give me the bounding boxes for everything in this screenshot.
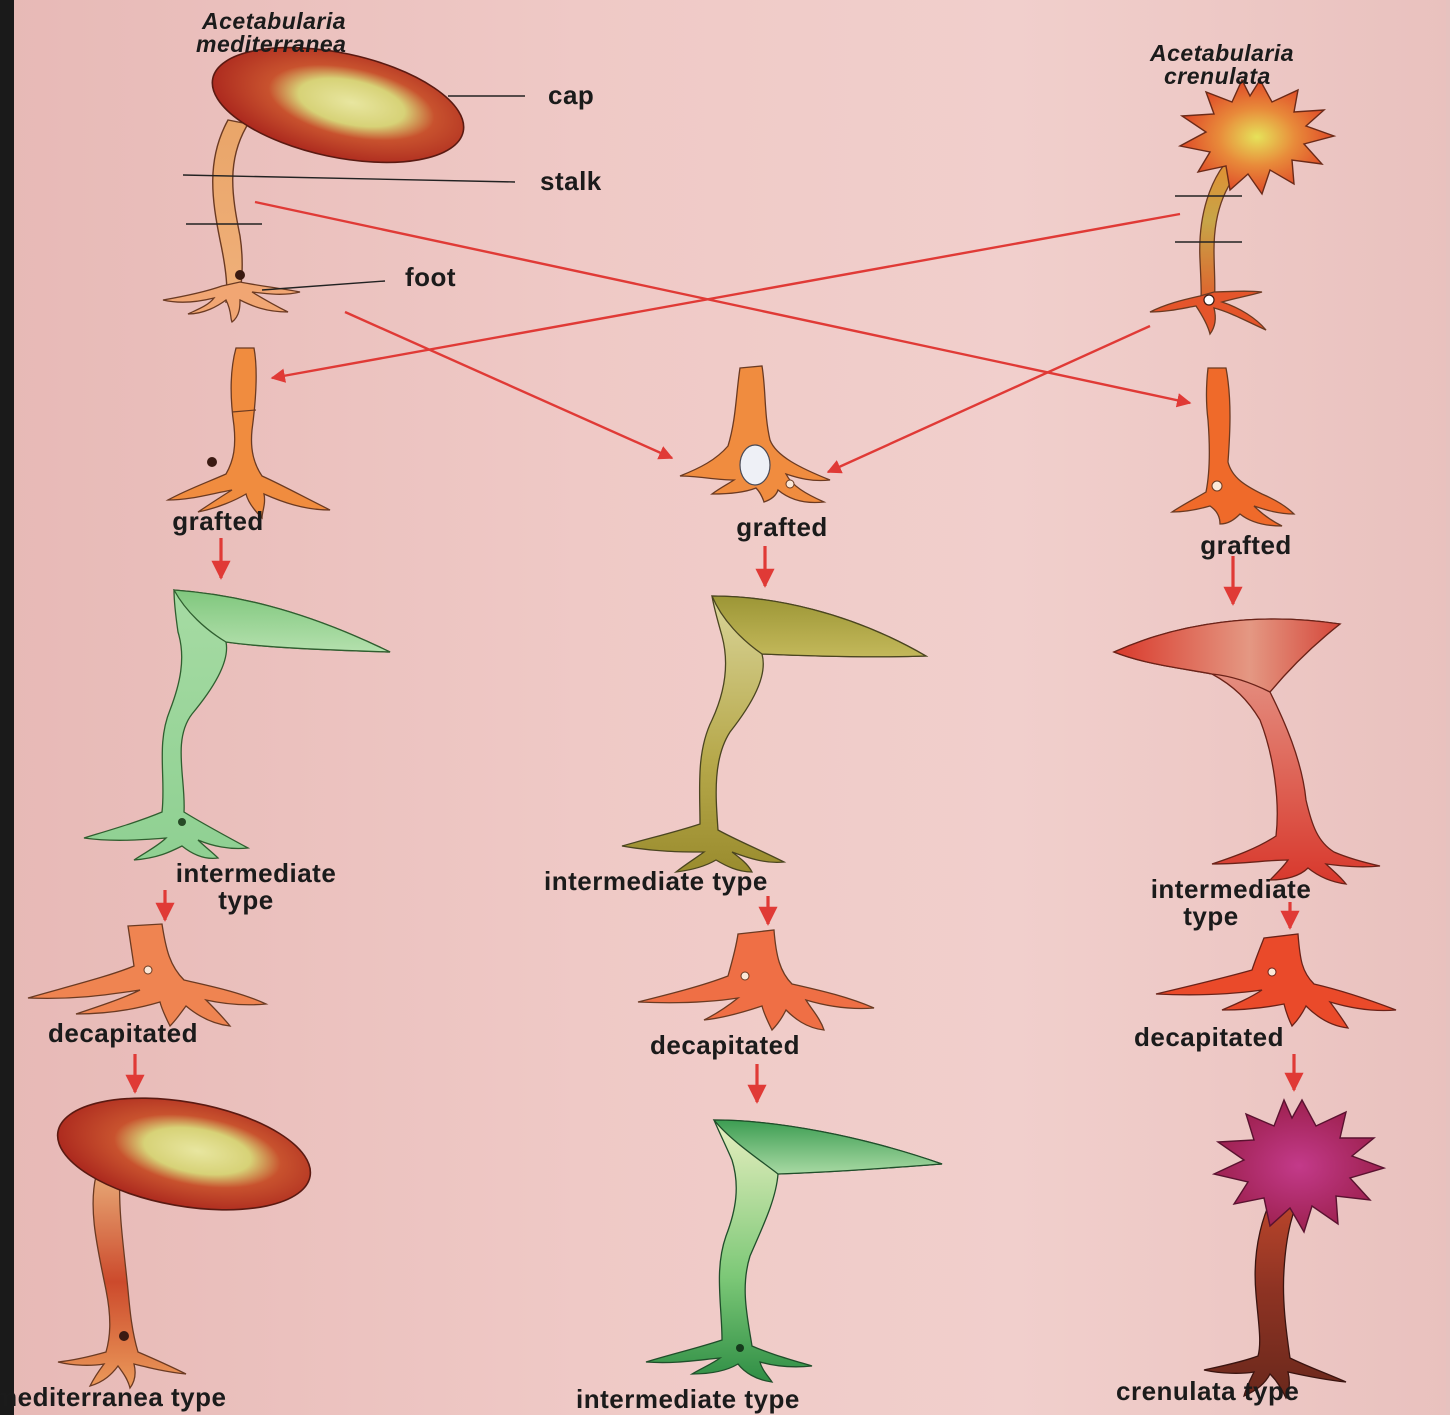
intermediate-left-label: intermediate type bbox=[96, 860, 416, 915]
result-mediterranea-type-label: mediterranea type bbox=[0, 1384, 226, 1411]
intermediate-right-label: intermediate type bbox=[1086, 876, 1376, 931]
intermediate-middle-label: intermediate type bbox=[544, 868, 768, 895]
result-crenulata-type-label: crenulata type bbox=[1116, 1378, 1299, 1405]
grafted-middle-plant bbox=[680, 366, 830, 503]
grafted-right-label: grafted bbox=[1166, 532, 1326, 559]
decapitated-left-label: decapitated bbox=[48, 1020, 198, 1047]
decapitated-right-plant bbox=[1156, 934, 1396, 1028]
grafted-left-plant bbox=[168, 348, 330, 518]
intermediate-right-line2: type bbox=[1046, 903, 1376, 930]
intermediate-right-line1: intermediate bbox=[1086, 876, 1376, 903]
graft-arrows bbox=[255, 202, 1190, 472]
crenulata-nucleus bbox=[1204, 295, 1214, 305]
grafted-left-label: grafted bbox=[138, 508, 298, 535]
mediterranea-species-text: mediterranea bbox=[196, 33, 464, 56]
cap-label: cap bbox=[548, 82, 594, 109]
crenulata-genus-text: Acetabularia bbox=[1150, 42, 1410, 65]
intermediate-right-plant bbox=[1114, 619, 1380, 884]
grafted-right-plant bbox=[1172, 368, 1294, 526]
intermediate-left-line2: type bbox=[76, 887, 416, 914]
mediterranea-species-label: Acetabularia mediterranea bbox=[196, 10, 464, 56]
arrow-med-foot-to-middle bbox=[345, 312, 672, 458]
mediterranea-nucleus bbox=[235, 270, 245, 280]
crenulata-species-text: crenulata bbox=[1150, 65, 1410, 88]
stalk-label: stalk bbox=[540, 168, 602, 195]
mediterranea-foot bbox=[163, 282, 300, 322]
result-intermediate-type-label: intermediate type bbox=[576, 1386, 800, 1413]
crenulata-cap-shape bbox=[1180, 80, 1334, 194]
foot-leader-line bbox=[262, 281, 385, 290]
final-crenulata-plant bbox=[1204, 1100, 1384, 1398]
crenulata-original-plant bbox=[1150, 80, 1334, 334]
grafted-middle-label: grafted bbox=[702, 514, 862, 541]
decapitated-left-plant bbox=[28, 924, 266, 1026]
middle-grafted-nucleus bbox=[740, 445, 770, 485]
final-intermediate-plant bbox=[646, 1120, 942, 1382]
intermediate-middle-plant bbox=[622, 596, 926, 872]
intermediate-left-plant bbox=[84, 590, 390, 860]
arrow-cren-foot-to-middle bbox=[828, 326, 1150, 472]
decapitated-middle-plant bbox=[638, 930, 874, 1030]
intermediate-left-line1: intermediate bbox=[96, 860, 416, 887]
crenulata-species-label: Acetabularia crenulata bbox=[1150, 42, 1410, 88]
arrow-cren-stalk-to-left bbox=[272, 214, 1180, 378]
decapitated-middle-label: decapitated bbox=[650, 1032, 800, 1059]
arrow-med-stalk-to-right bbox=[255, 202, 1190, 403]
foot-label: foot bbox=[405, 264, 456, 291]
mediterranea-genus-text: Acetabularia bbox=[196, 10, 464, 33]
final-mediterranea-plant bbox=[49, 1081, 319, 1388]
decapitated-right-label: decapitated bbox=[1134, 1024, 1284, 1051]
